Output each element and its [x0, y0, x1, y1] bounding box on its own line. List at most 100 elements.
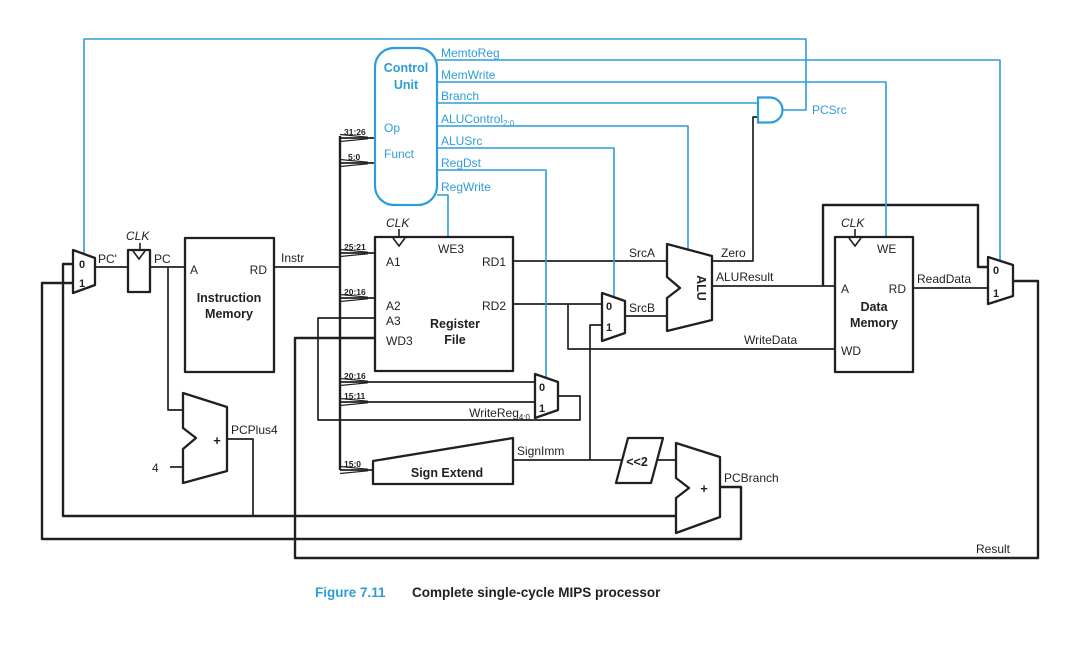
signal-memwrite: MemWrite: [441, 68, 496, 82]
signal-zero: Zero: [721, 246, 746, 260]
register-file: [373, 235, 515, 373]
port-funct: Funct: [384, 147, 415, 161]
wire-zero: [712, 116, 758, 262]
wire-regwrite: [437, 194, 449, 237]
signal-pcplus4: PCPlus4: [231, 423, 278, 437]
writereg-mux-0: 0: [539, 382, 545, 394]
signal-writereg: WriteReg4:0: [469, 406, 530, 422]
diagram-labels: CLK CLK CLK PC' PC Instr 31:26 5:0 25:21…: [79, 46, 1011, 600]
bits-op: 31:26: [344, 127, 366, 137]
wire-pcplus4-loop: [61, 262, 676, 518]
srcb-mux: [600, 291, 627, 343]
data-memory-title-2: Memory: [850, 316, 898, 330]
data-memory-title-1: Data: [860, 300, 888, 314]
wire-signimm-riser: [589, 324, 602, 460]
bits-rd: 15:11: [344, 391, 366, 401]
bus-tap-wedges: [339, 133, 369, 475]
rf-port-a1: A1: [386, 255, 401, 269]
signal-pcbranch: PCBranch: [724, 471, 779, 485]
pcplus4-plus: +: [213, 433, 221, 448]
dm-port-rd: RD: [889, 282, 907, 296]
clk-label-pc: CLK: [126, 229, 150, 243]
rf-port-rd1: RD1: [482, 255, 506, 269]
signal-branch: Branch: [441, 89, 479, 103]
wire-aluresult-bypass: [821, 203, 988, 286]
shift-left-2: [614, 436, 665, 485]
bits-imm: 15:0: [344, 459, 361, 469]
signal-pcsrc: PCSrc: [812, 103, 847, 117]
clk-label-regfile: CLK: [386, 216, 410, 230]
wire-result-loop: [293, 279, 1040, 560]
writereg-mux: [533, 372, 560, 420]
dm-port-wd: WD: [841, 344, 861, 358]
pc-mux-0: 0: [79, 259, 85, 271]
pc-mux: [71, 248, 97, 295]
signal-memtoreg: MemtoReg: [441, 46, 500, 60]
pcsrc-and-gate: [756, 96, 784, 124]
signal-result: Result: [976, 542, 1011, 556]
wire-pcplus4-out: [227, 438, 254, 516]
control-unit: [373, 46, 439, 207]
signal-srcb: SrcB: [629, 301, 655, 315]
rf-port-a3: A3: [386, 314, 401, 328]
register-file-title-1: Register: [430, 317, 480, 331]
bits-rt2: 20:16: [344, 371, 366, 381]
result-mux-1: 1: [993, 288, 999, 300]
wire-memwrite: [437, 81, 887, 237]
sign-extend-title: Sign Extend: [411, 466, 483, 480]
regfile-clock-triangle-icon: [392, 237, 406, 248]
signal-instr: Instr: [281, 251, 304, 265]
blocks: [71, 46, 1015, 535]
rf-port-we3: WE3: [438, 242, 464, 256]
caption-figure-number: Figure 7.11: [315, 585, 386, 600]
instruction-memory-title-1: Instruction: [197, 291, 262, 305]
srcb-mux-1: 1: [606, 322, 612, 334]
signal-writedata: WriteData: [744, 333, 797, 347]
pc-mux-1: 1: [79, 278, 85, 290]
pc-clock-triangle-icon: [132, 250, 146, 261]
srcb-mux-0: 0: [606, 301, 612, 313]
im-port-a: A: [190, 263, 198, 277]
wire-pc-to-adder: [167, 267, 183, 411]
pcplus4-adder: [181, 391, 229, 485]
wire-writereg-loop: [317, 317, 581, 421]
signal-pcnext: PC': [98, 252, 117, 266]
im-port-rd: RD: [250, 263, 268, 277]
rf-port-a2: A2: [386, 299, 401, 313]
writereg-mux-1: 1: [539, 403, 545, 415]
pc-register: [126, 248, 152, 294]
wire-pcbranch-loop: [40, 281, 743, 541]
alu-label: ALU: [694, 275, 708, 301]
instruction-memory: [183, 236, 276, 374]
instruction-memory-title-2: Memory: [205, 307, 253, 321]
rf-port-wd3: WD3: [386, 334, 413, 348]
signal-srca: SrcA: [629, 246, 655, 260]
wire-alucontrol: [437, 125, 689, 249]
bits-rt: 20:16: [344, 287, 366, 297]
signal-pc: PC: [154, 252, 171, 266]
wire-writedata: [567, 304, 835, 350]
bits-rs: 25:21: [344, 242, 366, 252]
signal-regwrite: RegWrite: [441, 180, 491, 194]
control-unit-title-1: Control: [384, 61, 428, 75]
bits-funct: 5:0: [348, 152, 361, 162]
wire-regdst: [437, 169, 547, 378]
wire-alusrc: [437, 147, 615, 297]
datapath-wires: [40, 116, 1040, 560]
wire-memtoreg: [437, 59, 1001, 261]
result-mux-0: 0: [993, 265, 999, 277]
pcbranch-adder: [674, 441, 722, 535]
control-wires: [83, 38, 1001, 378]
datamem-clock-triangle-icon: [848, 237, 862, 248]
dm-port-a: A: [841, 282, 849, 296]
sign-extend: [371, 436, 515, 486]
wire-pcsrc: [83, 38, 807, 254]
shift2-label: <<2: [626, 455, 648, 469]
data-memory: [833, 235, 915, 374]
signal-readdata: ReadData: [917, 272, 971, 286]
signal-aluresult: ALUResult: [716, 270, 774, 284]
signal-regdst: RegDst: [441, 156, 482, 170]
register-file-title-2: File: [444, 333, 466, 347]
